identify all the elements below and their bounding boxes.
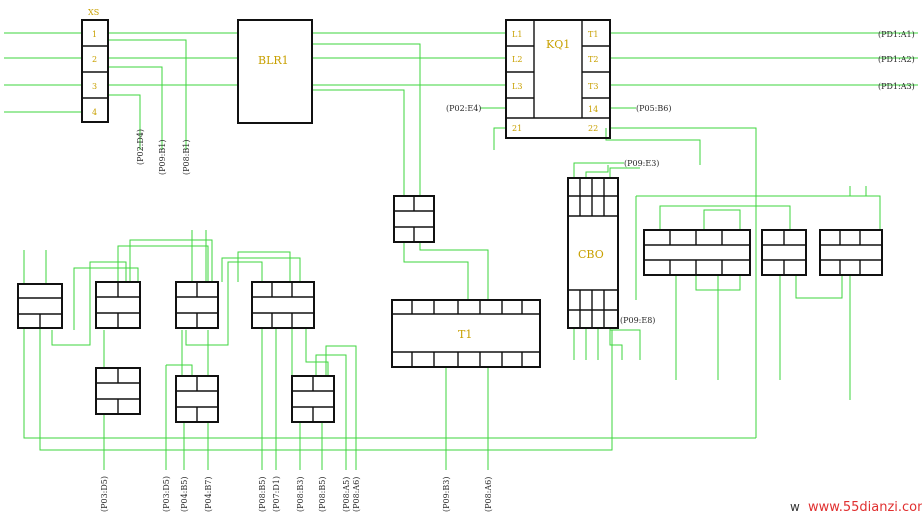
ref-p09-e8: (P09:E8) [620,316,655,325]
bottom-ref-2: (P03:D5) [162,476,171,512]
kq1-pin-l3: L3 [512,82,522,91]
blr1-block [237,19,313,124]
t1-label: T1 [458,328,472,341]
bottom-ref-6: (P07:D1) [272,476,281,512]
kq1-pin-22: 22 [588,124,598,133]
bottom-ref-3: (P04:B5) [180,477,189,512]
bottom-ref-4: (P04:B7) [204,477,213,512]
ref-pd1-a2: (PD1:A2) [878,55,915,64]
left-relay-5 [95,367,141,415]
bottom-ref-10: (P08:A6) [352,477,361,512]
ref-p09-b1: (P09:B1) [158,140,167,175]
xs-pin-4: 4 [92,108,97,117]
blr1-label: BLR1 [258,54,289,67]
left-relay-3 [175,281,219,329]
bottom-ref-9: (P08:A5) [342,477,351,512]
kq1-pin-t3: T3 [588,82,598,91]
left-relay-4 [251,281,315,329]
mid-relay [393,195,435,243]
wiring [4,32,918,470]
kq1-pin-14: 14 [588,105,598,114]
bottom-ref-11: (P09:B3) [442,477,451,512]
kq1-pin-t2: T2 [588,55,598,64]
ref-p05-b6: (P05:B6) [636,104,671,113]
left-relay-7 [291,375,335,423]
ref-p02-e4: (P02:E4) [446,104,481,113]
ref-pd1-a3: (PD1:A3) [878,82,915,91]
cbo-block [567,177,619,329]
xs-pin-3: 3 [92,82,97,91]
kq1-pin-21: 21 [512,124,522,133]
t1-block [391,299,541,368]
left-relay-6 [175,375,219,423]
bottom-ref-5: (P08:B5) [258,477,267,512]
right-relay-2 [761,229,807,276]
xs-pin-1: 1 [92,30,97,39]
ref-p02-d4: (P02:D4) [136,129,145,165]
kq1-contactor [505,19,611,139]
kq1-pin-l1: L1 [512,30,522,39]
svg-text:w: w [790,500,800,514]
svg-text:www.55dianzi.com: www.55dianzi.com [808,500,922,515]
xs-terminal [81,19,109,123]
bottom-ref-12: (P08:A6) [484,477,493,512]
kq1-pin-t1: T1 [588,30,598,39]
kq1-label: KQ1 [546,38,570,51]
kq1-pin-l2: L2 [512,55,522,64]
ref-p09-e3: (P09:E3) [624,159,659,168]
right-relay-3 [819,229,883,276]
ref-p08-b1: (P08:B1) [182,140,191,175]
left-relay-1 [17,283,63,329]
cbo-label: CBO [578,248,604,261]
bottom-ref-8: (P08:B5) [318,477,327,512]
ref-pd1-a1: (PD1:A1) [878,30,915,39]
xs-label: XS [88,8,99,17]
bottom-ref-7: (P08:B3) [296,477,305,512]
left-relay-2 [95,281,141,329]
watermark: w www.55dianzi.com [790,500,922,515]
xs-pin-2: 2 [92,55,97,64]
bottom-ref-1: (P03:D5) [100,476,109,512]
right-relay-1 [643,229,751,276]
